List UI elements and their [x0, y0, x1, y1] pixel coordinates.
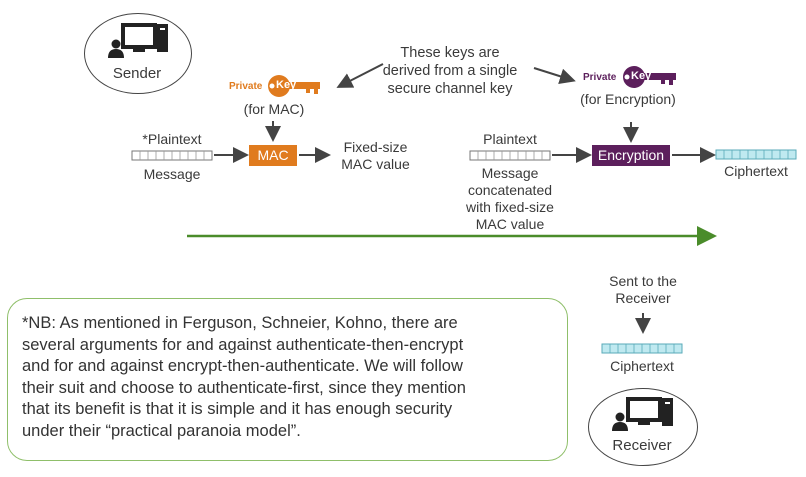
enc-message-line2: concatenated	[467, 182, 553, 198]
mac-key-caption: (for MAC)	[243, 101, 305, 117]
keys-note: These keys are derived from a single sec…	[360, 44, 540, 98]
nb-note-box: *NB: As mentioned in Ferguson, Schneier,…	[7, 298, 568, 461]
arrow-note-to-enc-key	[533, 67, 576, 85]
nb-note-line6: under their “practical paranoia model”.	[22, 421, 301, 440]
sent-line1: Sent to the	[609, 273, 677, 289]
enc-plaintext-label: Plaintext	[483, 131, 537, 147]
keys-note-line2: derived from a single	[382, 63, 518, 79]
receiver-ciphertext-label: Ciphertext	[610, 358, 674, 374]
mac-plaintext-label: *Plaintext	[142, 131, 202, 147]
enc-key-word: Key	[631, 70, 652, 82]
keys-note-line1: These keys are	[400, 45, 500, 61]
plaintext-strip-mac	[131, 150, 213, 161]
mac-box: MAC	[249, 145, 297, 166]
sender-label: Sender	[112, 65, 162, 82]
receiver-node	[588, 388, 698, 466]
keys-note-line3: secure channel key	[387, 81, 513, 97]
enc-message-line1: Message	[481, 165, 539, 181]
enc-ciphertext-label: Ciphertext	[724, 163, 788, 179]
ciphertext-strip-receiver	[601, 343, 683, 354]
encryption-box: Encryption	[592, 145, 670, 166]
sent-label: Sent to the Receiver	[598, 273, 688, 307]
enc-message-line3: with fixed-size	[466, 199, 554, 215]
mac-key-private-label: Private	[229, 81, 263, 92]
mac-message-label: Message	[143, 166, 201, 182]
mac-output-line1: Fixed-size	[343, 139, 408, 155]
enc-message-label: Message concatenated with fixed-size MAC…	[450, 165, 570, 233]
ciphertext-strip-top	[715, 149, 797, 160]
nb-note-line1: *NB: As mentioned in Ferguson, Schneier,…	[22, 314, 458, 332]
arrow-note-to-mac-key	[336, 63, 384, 88]
nb-note-line5: that its benefit is that it is simple an…	[22, 400, 453, 418]
nb-note-line3: and for and against encrypt-then-authent…	[22, 357, 463, 375]
enc-message-line4: MAC value	[475, 216, 545, 232]
mac-key-word: Key	[276, 79, 297, 91]
nb-note-line2: several arguments for and against authen…	[22, 335, 464, 354]
receiver-label: Receiver	[612, 437, 672, 454]
mac-output-line2: MAC value	[341, 156, 410, 172]
enc-key-private-label: Private	[583, 72, 617, 83]
plaintext-strip-enc	[469, 150, 551, 161]
sent-line2: Receiver	[615, 290, 671, 306]
nb-note-line4: their suit and choose to authenticate-fi…	[22, 378, 466, 397]
enc-key-caption: (for Encryption)	[580, 91, 676, 107]
mac-output-label: Fixed-size MAC value	[333, 139, 418, 173]
